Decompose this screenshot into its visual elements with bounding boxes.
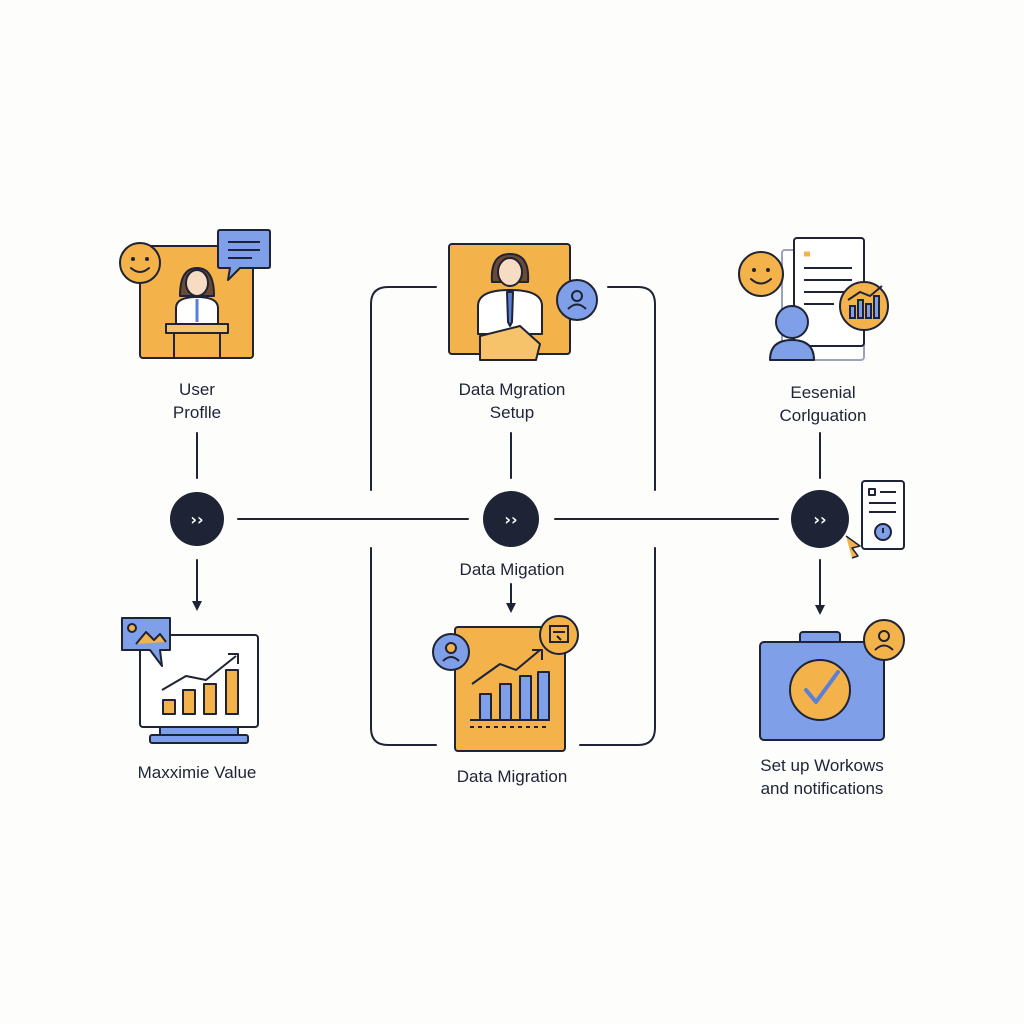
growth-chart-icon — [454, 626, 566, 752]
bracket-top-right — [607, 286, 656, 491]
bracket-bottom-right — [579, 547, 656, 746]
label-maximize-value: Maxximie Value — [112, 761, 282, 784]
label-user-profile-line2: Proflle — [172, 403, 222, 422]
label-setup-line2: Setup — [489, 403, 535, 422]
clock-document-icon — [845, 480, 905, 559]
presenter-at-podium-icon — [139, 245, 254, 359]
smiley-face-icon — [119, 242, 161, 284]
label-setup-line1: Data Mgration — [458, 380, 566, 399]
user-avatar-icon-workflows — [863, 619, 905, 661]
label-data-migration-bottom: Data Migration — [430, 765, 594, 788]
label-workflows-notifications: Set up Workows and notifications — [732, 754, 912, 800]
bracket-top-left — [370, 286, 437, 491]
person-with-document-icon — [448, 243, 571, 361]
monitor-growth-chart-icon — [139, 634, 259, 744]
label-data-migation: Data Migation — [430, 558, 594, 581]
label-workflows-line2: and notifications — [760, 779, 884, 798]
label-user-profile: User Proflle — [147, 378, 247, 424]
connectors — [192, 286, 825, 746]
label-data-migation-text: Data Migation — [459, 560, 565, 579]
node-left-symbol: ›› — [190, 510, 203, 529]
node-middle-symbol: ›› — [504, 510, 517, 529]
label-config-line1: Eesenial — [790, 383, 856, 402]
label-data-migration-bottom-text: Data Migration — [456, 767, 568, 786]
node-right: ›› — [791, 490, 849, 548]
label-essential-configuration: Eesenial Corlguation — [748, 381, 898, 427]
node-left: ›› — [170, 492, 224, 546]
node-middle: ›› — [483, 491, 539, 547]
bar-chart-badge-icon — [839, 281, 889, 331]
node-right-symbol: ›› — [813, 510, 826, 529]
smiley-face-icon-config — [738, 251, 784, 297]
label-config-line2: Corlguation — [779, 406, 867, 425]
label-maximize-value-text: Maxximie Value — [137, 763, 257, 782]
checkmark-briefcase-icon — [759, 631, 885, 741]
image-chat-badge-icon — [121, 617, 171, 667]
calendar-badge-icon — [539, 615, 579, 655]
speech-bubble-icon — [217, 229, 271, 281]
user-avatar-icon-setup — [556, 279, 598, 321]
user-avatar-icon-chart — [432, 633, 470, 671]
label-user-profile-line1: User — [179, 380, 215, 399]
bracket-bottom-left — [370, 547, 437, 746]
label-data-migration-setup: Data Mgration Setup — [430, 378, 594, 424]
label-workflows-line1: Set up Workows — [760, 756, 884, 775]
